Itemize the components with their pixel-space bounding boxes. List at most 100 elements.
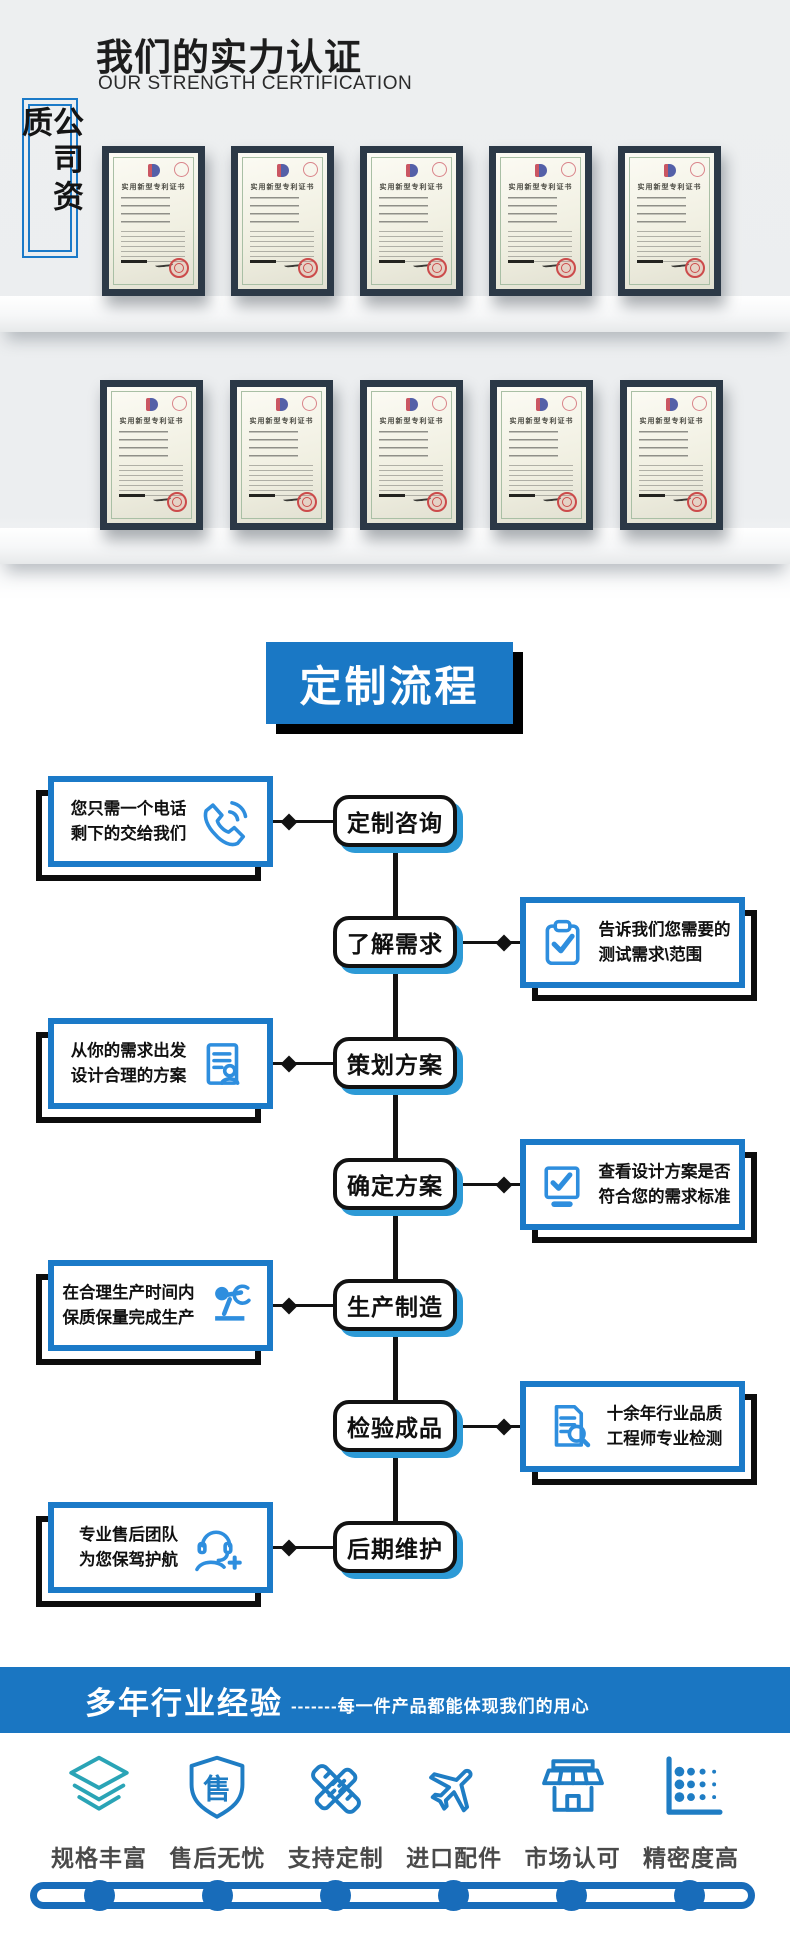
callout-needs: 告诉我们您需要的 测试需求\范围 xyxy=(520,897,757,1002)
clipboard-check-icon xyxy=(535,916,589,970)
headset-user-icon xyxy=(188,1521,242,1575)
certificate-title: 实用新型专利证书 xyxy=(119,418,184,425)
side-label-text: 公司资质 xyxy=(17,106,83,217)
certificate-title: 实用新型专利证书 xyxy=(508,184,573,191)
connector xyxy=(273,1055,333,1072)
feature-precision: 精密度高 xyxy=(632,1752,750,1873)
red-seal-icon xyxy=(562,396,577,411)
certificate-frame: 实用新型专利证书 xyxy=(360,380,463,530)
timeline-track xyxy=(30,1882,755,1909)
certificate-title: 实用新型专利证书 xyxy=(121,184,186,191)
feature-aftersales: 售 售后无忧 xyxy=(158,1752,276,1873)
red-stamp-icon xyxy=(167,492,187,512)
patent-office-logo xyxy=(535,398,548,411)
patent-office-logo xyxy=(665,398,678,411)
robot-arm-icon xyxy=(205,1279,259,1333)
flow-node-maintain: 后期维护 xyxy=(333,1521,457,1573)
red-seal-icon xyxy=(692,396,707,411)
company-qualifications-badge: 公司资质 xyxy=(17,98,83,258)
document-search-icon xyxy=(543,1400,597,1454)
red-stamp-icon xyxy=(427,258,447,278)
feature-imported: 进口配件 xyxy=(395,1752,513,1873)
red-stamp-icon xyxy=(556,258,576,278)
document-user-icon xyxy=(196,1037,250,1091)
features-row: 规格丰富 售 售后无忧 支持定制 进口配件 xyxy=(40,1752,750,1873)
timeline-dot xyxy=(320,1880,351,1911)
flow-node-confirm: 确定方案 xyxy=(333,1158,457,1210)
diamond-icon xyxy=(280,1539,298,1556)
connector xyxy=(273,1297,333,1314)
red-seal-icon xyxy=(432,396,447,411)
patent-office-logo xyxy=(145,398,158,411)
flow-node-plan: 策划方案 xyxy=(333,1037,457,1089)
timeline-dot xyxy=(202,1880,233,1911)
patent-office-logo xyxy=(663,164,676,177)
red-seal-icon xyxy=(303,162,318,177)
callout-confirm: 查看设计方案是否 符合您的需求标准 xyxy=(520,1139,757,1244)
process-banner: 定制流程 xyxy=(266,642,523,734)
certificates-wall-section: 我们的实力认证 OUR STRENGTH CERTIFICATION 公司资质 … xyxy=(0,0,790,600)
callout-plan: 从你的需求出发 设计合理的方案 xyxy=(36,1018,273,1123)
connector xyxy=(273,813,333,830)
shelf-top xyxy=(0,296,790,332)
flow-node-consult: 定制咨询 xyxy=(333,795,457,847)
diamond-icon xyxy=(280,813,298,830)
red-stamp-icon xyxy=(557,492,577,512)
certificate-title: 实用新型专利证书 xyxy=(639,418,704,425)
shelf-bottom xyxy=(0,528,790,564)
certificate-title: 实用新型专利证书 xyxy=(509,418,574,425)
diamond-icon xyxy=(280,1055,298,1072)
connector xyxy=(458,1418,520,1435)
pencil-ruler-icon xyxy=(299,1752,373,1826)
red-seal-icon xyxy=(690,162,705,177)
diamond-icon xyxy=(495,1418,513,1435)
callout-produce: 在合理生产时间内 保质保量完成生产 xyxy=(36,1260,273,1365)
feature-market: 市场认可 xyxy=(514,1752,632,1873)
storefront-icon xyxy=(536,1752,610,1826)
diamond-icon xyxy=(495,934,513,951)
experience-tagline: -------每一件产品都能体现我们的用心 xyxy=(291,1696,590,1716)
diamond-icon xyxy=(280,1297,298,1314)
timeline-dot xyxy=(556,1880,587,1911)
patent-office-logo xyxy=(534,164,547,177)
experience-banner: 多年行业经验 -------每一件产品都能体现我们的用心 xyxy=(0,1667,790,1733)
feature-custom: 支持定制 xyxy=(277,1752,395,1873)
connector xyxy=(458,934,520,951)
flow-node-produce: 生产制造 xyxy=(333,1279,457,1331)
red-seal-icon xyxy=(302,396,317,411)
experience-title: 多年行业经验 xyxy=(85,1685,283,1721)
section-title: 我们的实力认证 xyxy=(96,37,362,78)
certificate-title: 实用新型专利证书 xyxy=(250,184,315,191)
certificate-frame: 实用新型专利证书 xyxy=(100,380,203,530)
certificate-frame: 实用新型专利证书 xyxy=(360,146,463,296)
red-seal-icon xyxy=(172,396,187,411)
flow-node-needs: 了解需求 xyxy=(333,916,457,968)
feature-specs: 规格丰富 xyxy=(40,1752,158,1873)
timeline-dot xyxy=(674,1880,705,1911)
red-stamp-icon xyxy=(298,258,318,278)
airplane-icon xyxy=(417,1752,491,1826)
flow-node-inspect: 检验成品 xyxy=(333,1400,457,1452)
svg-text:售: 售 xyxy=(204,1773,232,1804)
certificate-frame: 实用新型专利证书 xyxy=(620,380,723,530)
patent-office-logo xyxy=(276,164,289,177)
process-banner-title: 定制流程 xyxy=(266,642,513,724)
red-seal-icon xyxy=(561,162,576,177)
connector xyxy=(458,1176,520,1193)
shield-icon: 售 xyxy=(180,1752,254,1826)
certificate-frame: 实用新型专利证书 xyxy=(618,146,721,296)
certificate-title: 实用新型专利证书 xyxy=(637,184,702,191)
certificate-title: 实用新型专利证书 xyxy=(249,418,314,425)
callout-maintain: 专业售后团队 为您保驾护航 xyxy=(36,1502,273,1607)
monitor-check-icon xyxy=(535,1158,589,1212)
layers-icon xyxy=(62,1752,136,1826)
connector xyxy=(273,1539,333,1556)
patent-office-logo xyxy=(147,164,160,177)
red-seal-icon xyxy=(432,162,447,177)
certificate-frame: 实用新型专利证书 xyxy=(489,146,592,296)
red-stamp-icon xyxy=(169,258,189,278)
dot-chart-icon xyxy=(654,1752,728,1826)
patent-office-logo xyxy=(275,398,288,411)
certificate-frame: 实用新型专利证书 xyxy=(490,380,593,530)
